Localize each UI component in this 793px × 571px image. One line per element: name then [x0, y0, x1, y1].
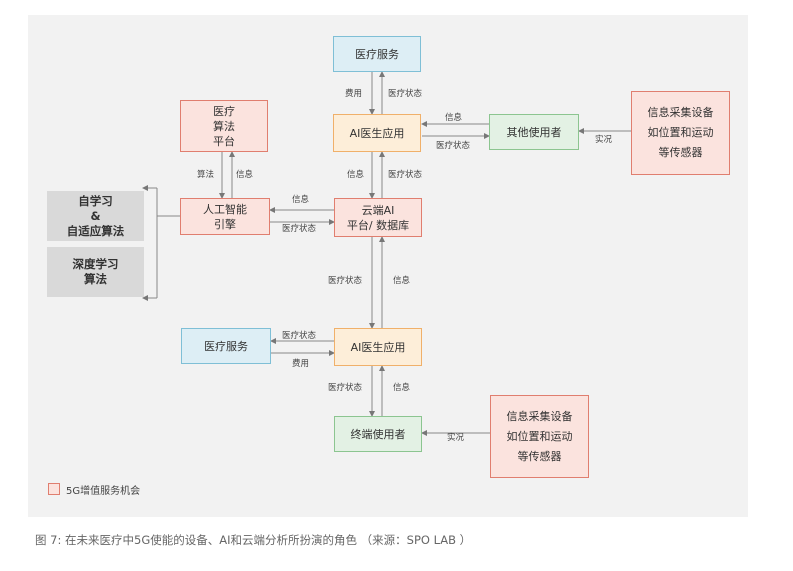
edge-label-status-cloud: 医疗状态 — [388, 170, 423, 180]
info-device-bottom-node: 信息采集设备 如位置和运动 等传感器 — [490, 395, 589, 478]
medical-algorithm-platform-node: 医疗 算法 平台 — [180, 100, 268, 152]
info-device-top-node: 信息采集设备 如位置和运动 等传感器 — [631, 91, 730, 175]
terminal-user-node: 终端使用者 — [334, 416, 422, 452]
edge-label-practice-top: 实况 — [595, 135, 613, 145]
edge-label-fee-top: 费用 — [345, 89, 363, 99]
medical-service-bottom-node: 医疗服务 — [181, 328, 271, 364]
edge-label-status-other: 医疗状态 — [436, 141, 471, 151]
edge-label-info-cloud: 信息 — [347, 170, 365, 180]
cloud-ai-platform-node: 云端AI 平台/ 数据库 — [334, 198, 422, 237]
figure-caption: 图 7: 在未来医疗中5G使能的设备、AI和云端分析所扮演的角色 （来源：SPO… — [35, 533, 472, 547]
other-users-node: 其他使用者 — [489, 114, 579, 150]
ai-engine-node: 人工智能 引擎 — [180, 198, 270, 235]
bracket-arrow-top — [142, 185, 148, 191]
edge-label-status-top: 医疗状态 — [388, 89, 423, 99]
bracket-arrow-bottom — [142, 295, 148, 301]
edge-label-info-mid: 信息 — [393, 276, 411, 286]
deep-learning-algorithm-block: 深度学习 算法 — [47, 247, 144, 297]
legend-label: 5G增值服务机会 — [66, 486, 141, 497]
self-learning-algorithm-block: 自学习 & 自适应算法 — [47, 191, 144, 241]
edge-label-status-mid: 医疗状态 — [328, 276, 363, 286]
edge-label-info-terminal: 信息 — [393, 383, 411, 393]
edge-label-practice-bottom: 实况 — [447, 433, 465, 443]
ai-doctor-app-top-node: AI医生应用 — [333, 114, 421, 152]
edge-label-info-engine: 信息 — [292, 195, 310, 205]
edge-label-status-terminal: 医疗状态 — [328, 383, 363, 393]
legend-swatch — [48, 483, 60, 495]
edge-label-info-algo: 信息 — [236, 170, 254, 180]
edge-label-fee-bottom: 费用 — [292, 359, 310, 369]
ai-doctor-app-bottom-node: AI医生应用 — [334, 328, 422, 366]
edge-label-status-engine: 医疗状态 — [282, 224, 317, 234]
edge-label-algo: 算法 — [197, 170, 215, 180]
edge-label-status-service: 医疗状态 — [282, 331, 317, 341]
medical-service-top-node: 医疗服务 — [333, 36, 421, 72]
edge-label-info-other: 信息 — [445, 113, 463, 123]
